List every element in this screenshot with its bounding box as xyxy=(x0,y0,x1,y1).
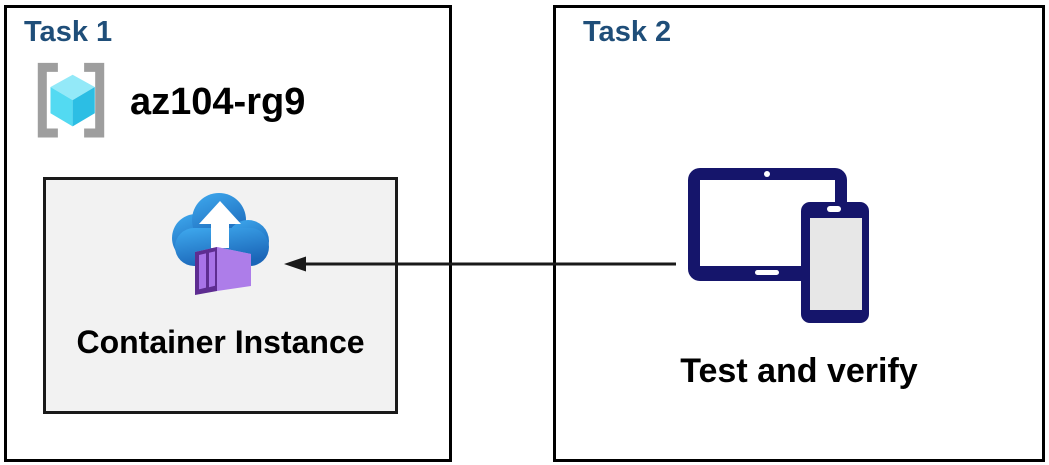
cube-left-face xyxy=(50,87,73,127)
container-door-panel-2 xyxy=(209,251,215,288)
task2-title: Task 2 xyxy=(583,16,672,48)
tablet-camera-dot xyxy=(764,171,770,177)
container-box-shape xyxy=(195,247,251,295)
container-instance-label: Container Instance xyxy=(76,324,365,360)
right-bracket-icon xyxy=(84,62,105,138)
task1-title: Task 1 xyxy=(24,16,113,48)
upload-arrow-icon xyxy=(199,201,241,248)
cube-top-face xyxy=(50,74,95,101)
devices-icon xyxy=(688,168,869,323)
task2-box: Task 2 Test and verify xyxy=(553,5,1045,462)
cube-right-face xyxy=(72,87,95,127)
container-instance-box: Container Instance xyxy=(43,177,398,414)
container-front-face xyxy=(217,247,251,291)
test-and-verify-label: Test and verify xyxy=(680,352,918,390)
task1-box: Task 1 az104-rg9 xyxy=(4,5,452,462)
tablet-home-bar xyxy=(755,270,779,275)
container-instances-icon xyxy=(172,193,269,295)
phone-icon xyxy=(801,202,869,323)
resource-group-name: az104-rg9 xyxy=(130,81,306,123)
phone-speaker-slot xyxy=(827,206,841,212)
container-door-panel-1 xyxy=(199,253,206,290)
resource-group-icon xyxy=(37,62,105,138)
left-bracket-icon xyxy=(37,62,58,138)
